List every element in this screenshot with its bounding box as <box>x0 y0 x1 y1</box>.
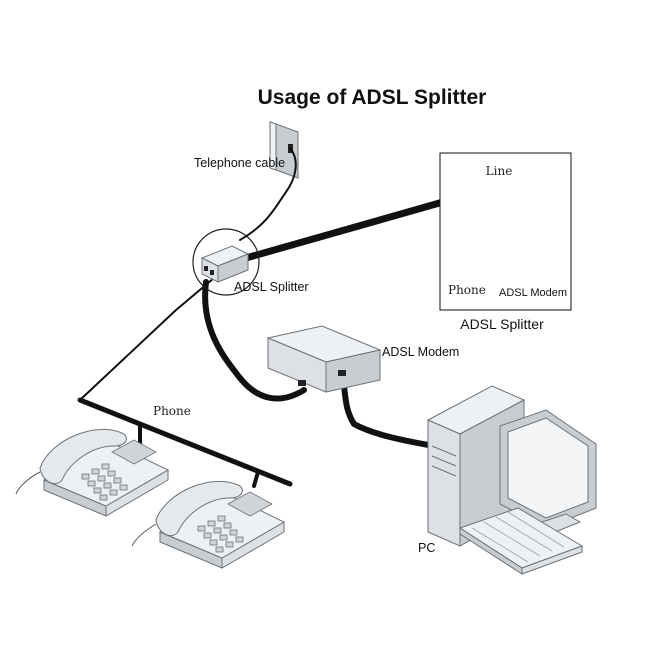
detail-port-modem-label: ADSL Modem <box>499 287 567 299</box>
adsl-splitter-device <box>200 245 250 283</box>
phone-label: Phone <box>153 404 191 418</box>
phone-2-handset <box>155 481 243 536</box>
splitter-to-modem-line <box>202 279 307 402</box>
detail-port-phone-label: Phone <box>448 283 486 297</box>
phone-1-keypad <box>81 463 128 501</box>
phone-branch-2 <box>252 470 260 488</box>
pc-computer <box>426 385 597 575</box>
splitter-to-detail-line <box>242 196 454 262</box>
pc-keyboard <box>458 507 584 575</box>
modem-label: ADSL Modem <box>382 345 459 359</box>
diagram-title: Usage of ADSL Splitter <box>258 86 487 109</box>
phone-2-keypad <box>197 515 244 553</box>
modem-to-pc-line <box>339 369 437 449</box>
telephone-cable-line <box>239 147 297 241</box>
splitter-detail-box <box>439 152 572 311</box>
telephone-1 <box>15 429 170 517</box>
cables <box>77 147 454 488</box>
phone-1-handset <box>39 429 127 484</box>
phone-bus-line <box>77 397 293 487</box>
telephone-2 <box>131 481 286 569</box>
detail-port-line-label: Line <box>486 164 513 178</box>
adsl-modem-device <box>266 325 382 393</box>
splitter-to-phone-line <box>79 277 215 401</box>
pc-label: PC <box>418 541 435 555</box>
splitter-detail-panel: Line Phone ADSL Modem ADSL Splitter <box>439 152 572 332</box>
splitter-callout-circle <box>192 228 260 296</box>
detail-caption: ADSL Splitter <box>460 316 544 332</box>
splitter-label: ADSL Splitter <box>234 280 309 294</box>
telephone-cable-label: Telephone cable <box>194 156 285 170</box>
